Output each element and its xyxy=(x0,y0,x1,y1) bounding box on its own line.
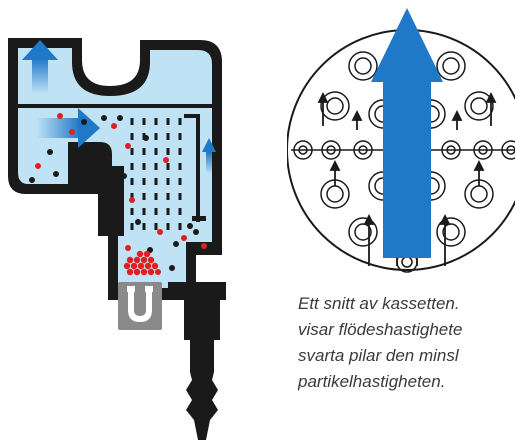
right-arrow-icon xyxy=(36,108,100,148)
caption-line-2: visar flödeshastighete xyxy=(298,320,463,339)
caption-line-4: partikelhastigheten. xyxy=(298,372,446,391)
large-up-arrow-icon xyxy=(371,8,443,258)
filter-device-diagram xyxy=(8,38,226,440)
caption-line-3: svarta pilar den minsl xyxy=(298,346,459,365)
drain-valve xyxy=(168,282,226,440)
small-up-arrow-icon xyxy=(202,138,216,174)
particle-velocity-arrows xyxy=(317,91,497,266)
particles xyxy=(29,113,207,275)
up-arrow-icon xyxy=(22,40,58,94)
caption-line-1: Ett snitt av kassetten. xyxy=(298,294,460,313)
separator-bar xyxy=(196,114,200,222)
inner-block xyxy=(68,142,124,236)
divider-line xyxy=(18,104,212,108)
particle-cluster xyxy=(123,250,159,276)
cassette-diagram xyxy=(287,8,515,273)
caption: Ett snitt av kassetten. visar flödeshast… xyxy=(298,291,515,395)
magnet-icon xyxy=(118,282,162,330)
